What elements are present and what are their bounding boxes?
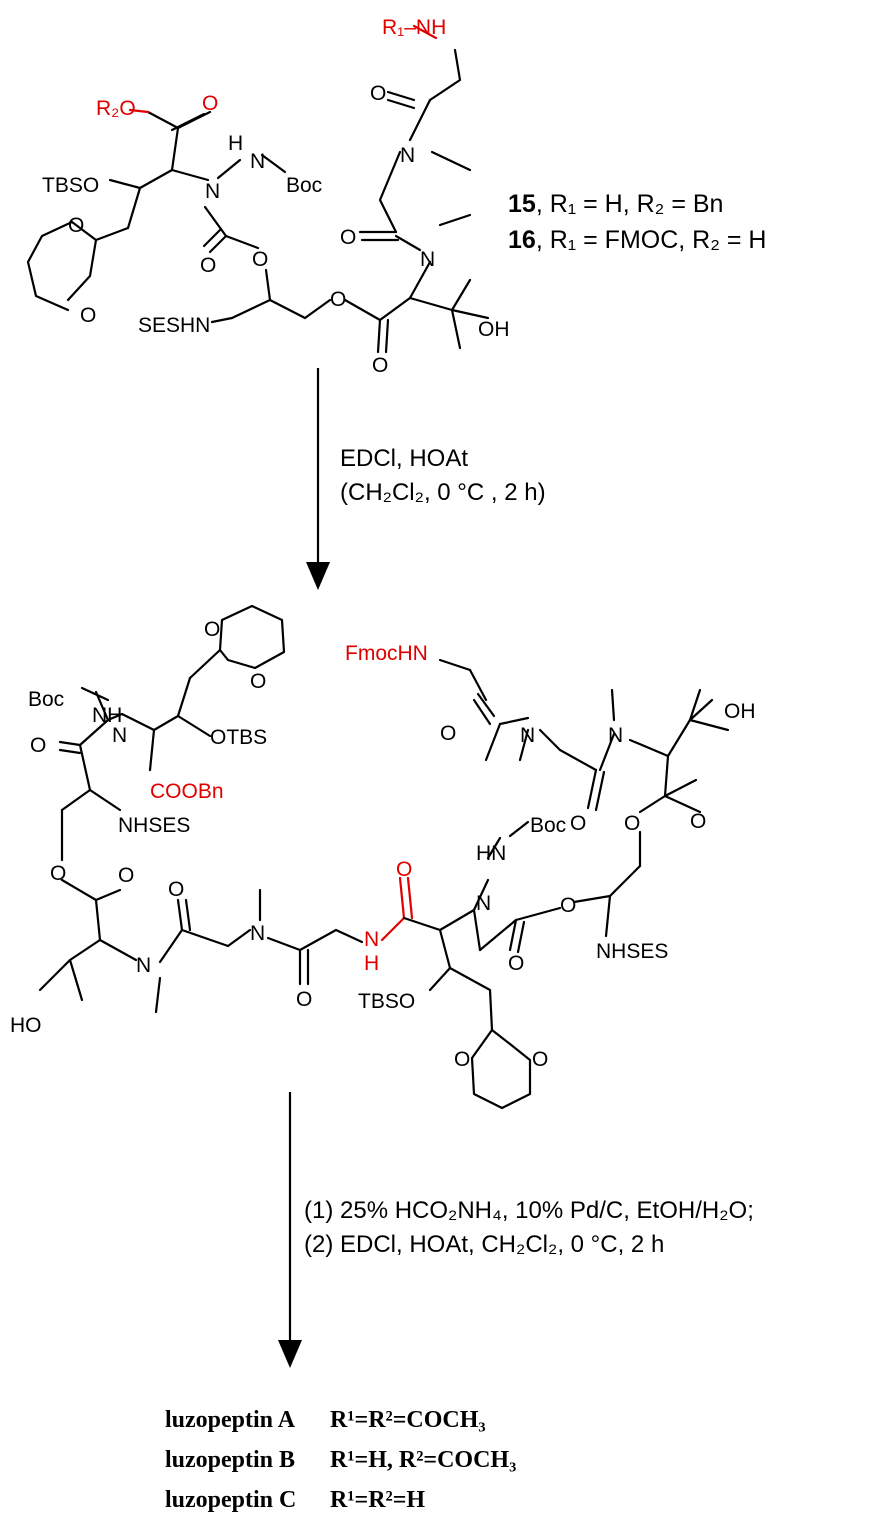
dioxane3-o-right-label: O bbox=[532, 1048, 548, 1071]
dioxane3-o-left-label: O bbox=[454, 1048, 470, 1071]
tbso-label: TBSO bbox=[42, 174, 99, 197]
nhses-left-label: NHSES bbox=[118, 814, 190, 837]
ester-o3-label: O bbox=[372, 354, 388, 377]
product-a-formula: R¹=R²=COCH₃ bbox=[330, 1407, 486, 1433]
hydrazide-n-right-label: N bbox=[476, 892, 491, 915]
new-amide-n-label: N bbox=[364, 928, 379, 951]
boc-label: Boc bbox=[286, 174, 322, 197]
starting-material-bonds bbox=[26, 24, 490, 354]
oh-top-label: OH bbox=[724, 700, 756, 723]
tbso-right-label: TBSO bbox=[358, 990, 415, 1013]
step1-conditions: (CH₂Cl₂, 0 °C , 2 h) bbox=[340, 479, 546, 506]
arrow-1-head bbox=[306, 562, 330, 590]
compound-16-entry: 16, R₁ = FMOC, R₂ = H bbox=[508, 226, 766, 254]
nh-n-label: N bbox=[250, 150, 265, 173]
amide-n-upper-b-label: N bbox=[608, 724, 623, 747]
ester-o-label: O bbox=[202, 92, 218, 115]
compound-legend: 15, R₁ = H, R₂ = Bn 16, R₁ = FMOC, R₂ = … bbox=[508, 190, 766, 254]
product-c-name: luzopeptin C bbox=[165, 1487, 296, 1513]
h-label: H bbox=[228, 132, 243, 155]
new-amide-h-label: H bbox=[364, 952, 379, 975]
amide-n-mid-b-label: N bbox=[136, 954, 151, 977]
linker-o-label: O bbox=[252, 248, 268, 271]
dioxane1-o-bottom-label: O bbox=[80, 304, 96, 327]
carbamate-o2-right-label: O bbox=[508, 952, 524, 975]
amide-o-mid-a-label: O bbox=[168, 878, 184, 901]
boc-right-label: Boc bbox=[530, 814, 566, 837]
product-luzopeptin-a: luzopeptin A R¹=R²=COCH₃ bbox=[165, 1407, 486, 1433]
step1-reagents: EDCl, HOAt bbox=[340, 445, 468, 472]
nh-left-label: NH bbox=[92, 704, 122, 727]
dioxane2-o-bottom-label: O bbox=[250, 670, 266, 693]
amide-o-upper-label: O bbox=[440, 722, 456, 745]
fmochn-label: FmocHN bbox=[345, 642, 428, 665]
product-list: luzopeptin A R¹=R²=COCH₃ luzopeptin B R¹… bbox=[165, 1407, 516, 1513]
ho-left-label: HO bbox=[10, 1014, 42, 1037]
r2o-label: R₂O bbox=[96, 97, 136, 120]
compound-16-substituents: , R₁ = FMOC, R₂ = H bbox=[536, 226, 767, 254]
product-c-formula: R¹=R²=H bbox=[330, 1487, 425, 1513]
reaction-arrow-1 bbox=[306, 368, 330, 590]
amide2-o-label: O bbox=[340, 226, 356, 249]
otbs-label: OTBS bbox=[210, 726, 267, 749]
ester-o-right-label: O bbox=[624, 812, 640, 835]
product-luzopeptin-b: luzopeptin B R¹=H, R²=COCH₃ bbox=[165, 1447, 516, 1473]
amide-o-upper-b-label: O bbox=[570, 812, 586, 835]
step2-conditions: (2) EDCl, HOAt, CH₂Cl₂, 0 °C, 2 h bbox=[304, 1231, 664, 1258]
compound-15-number: 15 bbox=[508, 190, 536, 218]
nhses-right-label: NHSES bbox=[596, 940, 668, 963]
product-luzopeptin-c: luzopeptin C R¹=R²=H bbox=[165, 1487, 425, 1513]
compound-15-entry: 15, R₁ = H, R₂ = Bn bbox=[508, 190, 723, 218]
product-a-name: luzopeptin A bbox=[165, 1407, 296, 1433]
product-b-formula: R¹=H, R²=COCH₃ bbox=[330, 1447, 516, 1473]
dioxane2-o-top-label: O bbox=[204, 618, 220, 641]
starting-material-structure: R₁–NH R₂O O TBSO H N Boc N O N O N O O O… bbox=[26, 16, 510, 377]
dioxane1-o-top-label: O bbox=[68, 214, 84, 237]
product-b-name: luzopeptin B bbox=[165, 1447, 295, 1473]
oh-label: OH bbox=[478, 318, 510, 341]
step2-reagents: (1) 25% HCO₂NH₄, 10% Pd/C, EtOH/H₂O; bbox=[304, 1197, 754, 1224]
hydrazide-n-label: N bbox=[205, 180, 220, 203]
amide2-n-label: N bbox=[420, 248, 435, 271]
carbamate-o-label: O bbox=[200, 254, 216, 277]
coobn-label: COOBn bbox=[150, 780, 224, 803]
hn-right-label: HN bbox=[476, 842, 506, 865]
r1-nh-label: R₁–NH bbox=[382, 16, 446, 39]
carbamate-o-right-label: O bbox=[560, 894, 576, 917]
amide1-o-label: O bbox=[370, 82, 386, 105]
compound-15-substituents: , R₁ = H, R₂ = Bn bbox=[536, 190, 724, 218]
ester-o2-label: O bbox=[330, 288, 346, 311]
ester-o-left-a-label: O bbox=[50, 862, 66, 885]
amide-o-left-label: O bbox=[30, 734, 46, 757]
ester-o-far-right-label: O bbox=[690, 810, 706, 833]
reaction-arrow-2 bbox=[278, 1092, 302, 1368]
hydrazide-n-left-label: N bbox=[112, 724, 127, 747]
boc-left-label: Boc bbox=[28, 688, 64, 711]
arrow-2-head bbox=[278, 1340, 302, 1368]
amide-n-mid-a-label: N bbox=[250, 922, 265, 945]
seshn-label: SESHN bbox=[138, 314, 210, 337]
ester-o-left-b-label: O bbox=[118, 864, 134, 887]
intermediate-structure: FmocHN O O OH Boc NH N O N O N OTBS O CO… bbox=[10, 604, 756, 1110]
intermediate-bonds bbox=[38, 604, 730, 1110]
amide-o-mid-b-label: O bbox=[296, 988, 312, 1011]
new-amide-o-label: O bbox=[396, 858, 412, 881]
amide1-n-label: N bbox=[400, 144, 415, 167]
compound-16-number: 16 bbox=[508, 226, 536, 254]
amide-n-upper-a-label: N bbox=[520, 724, 535, 747]
